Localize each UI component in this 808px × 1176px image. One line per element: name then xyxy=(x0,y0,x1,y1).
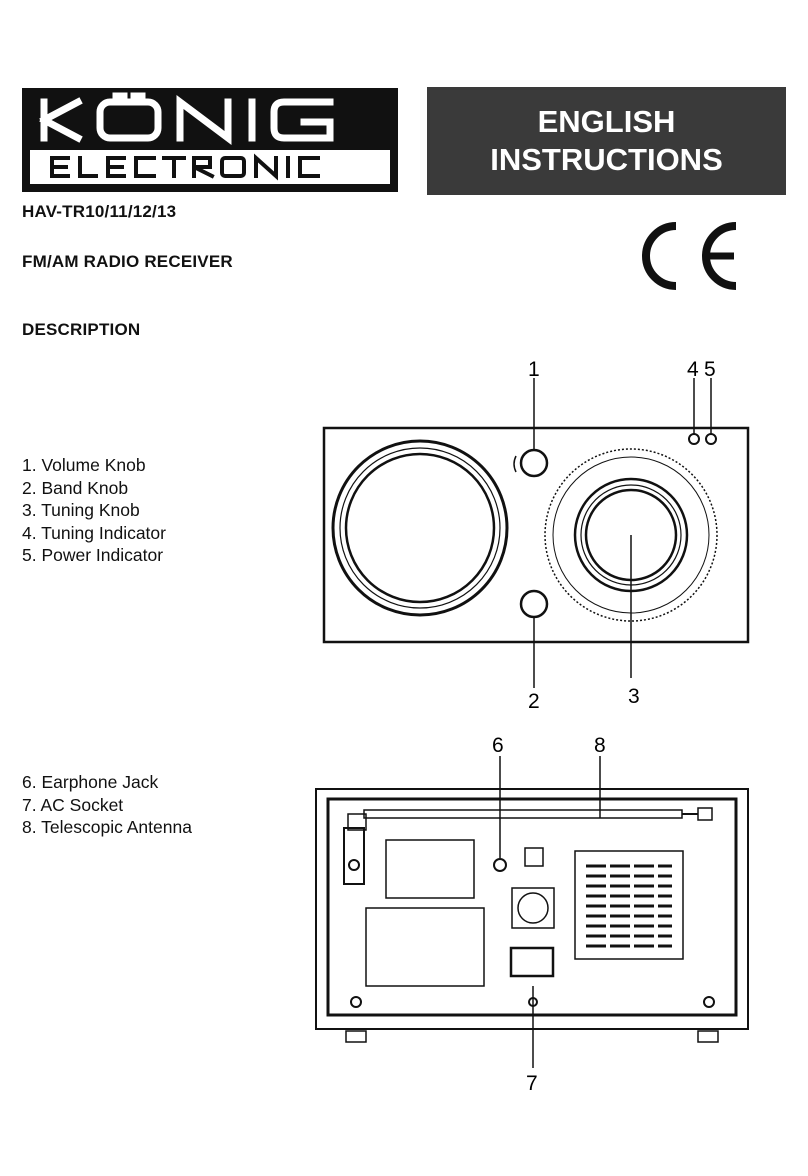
list-item: 2. Band Knob xyxy=(22,477,129,498)
radio-cabinet xyxy=(315,788,749,1030)
list-item: 1. Volume Knob xyxy=(22,455,146,475)
section-heading: DESCRIPTION xyxy=(22,320,141,339)
callout-3: 3 xyxy=(628,685,640,708)
speaker-grille xyxy=(331,439,509,617)
language-banner: ENGLISH INSTRUCTIONS xyxy=(427,87,786,195)
callout-5: 5 xyxy=(704,358,716,381)
tuning-indicator xyxy=(688,433,700,445)
banner-line-2: INSTRUCTIONS xyxy=(490,142,723,177)
ce-mark-icon xyxy=(642,222,737,290)
band-knob xyxy=(519,589,549,619)
list-item: 5. Power Indicator xyxy=(22,545,164,566)
earphone-jack xyxy=(493,858,507,872)
callout-7: 7 xyxy=(526,1072,538,1095)
list-item: 3. Tuning Knob xyxy=(22,500,140,521)
product-name: FM/AM RADIO RECEIVER xyxy=(22,252,233,271)
list-item: 8. Telescopic Antenna xyxy=(22,817,192,838)
radio-front-diagram: 1 2 3 4 5 xyxy=(322,358,750,713)
front-parts-list: 1. Volume Knob 2. Band Knob 3. Tuning Kn… xyxy=(22,454,166,567)
callout-4: 4 xyxy=(687,358,699,381)
callout-8: 8 xyxy=(594,734,606,757)
list-item: 6. Earphone Jack xyxy=(22,772,159,792)
back-parts-list: 6. Earphone Jack 7. AC Socket 8. Telesco… xyxy=(22,771,192,839)
list-item: 4. Tuning Indicator xyxy=(22,522,166,543)
list-item: 7. AC Socket xyxy=(22,794,124,815)
callout-1: 1 xyxy=(528,358,540,381)
radio-cabinet xyxy=(322,426,750,644)
telescopic-antenna xyxy=(343,807,713,885)
callout-6: 6 xyxy=(492,734,504,757)
konig-electronic-logo xyxy=(22,88,398,192)
banner-line-1: ENGLISH xyxy=(537,104,676,139)
callout-2: 2 xyxy=(528,690,540,713)
ac-socket xyxy=(509,946,555,978)
volume-knob xyxy=(519,448,549,478)
vent-grille xyxy=(574,850,684,960)
model-number: HAV-TR10/11/12/13 xyxy=(22,202,177,221)
radio-back-diagram: 6 8 7 xyxy=(315,734,749,1095)
power-indicator xyxy=(705,433,717,445)
